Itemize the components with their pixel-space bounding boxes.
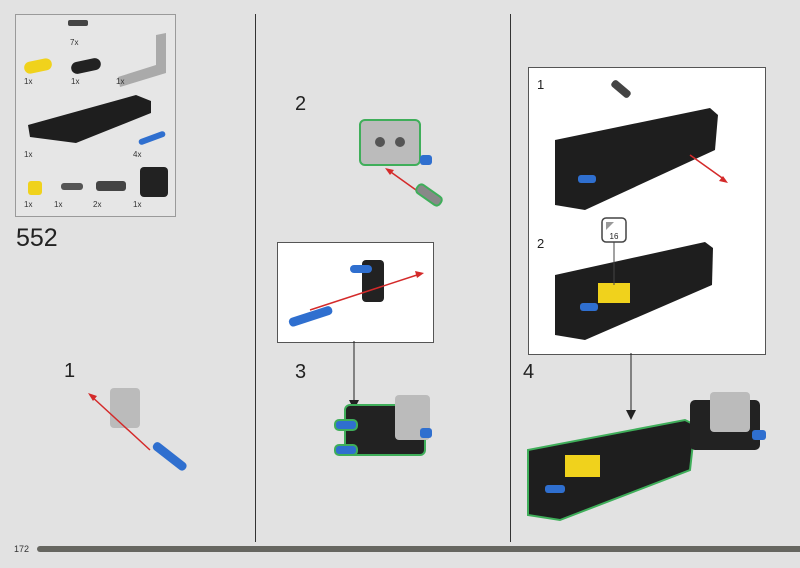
progress-bar <box>37 546 800 552</box>
part-qty: 4x <box>133 150 142 159</box>
panel-part <box>28 95 151 143</box>
double-pin-part <box>96 181 126 191</box>
parts-illustrations <box>24 20 168 197</box>
substep-number: 2 <box>537 236 545 251</box>
parts-list: 7x 1x 1x 1x 1x 4x 1x 1x 2x 1x <box>15 14 176 217</box>
step-number: 2 <box>295 93 307 115</box>
step-number: 4 <box>523 361 535 383</box>
part-qty: 1x <box>24 150 33 159</box>
step-2-assembly <box>359 119 443 207</box>
block-part <box>140 167 168 197</box>
yellow-beam-part <box>24 58 52 74</box>
part-qty: 1x <box>24 77 33 86</box>
step-number: 1 <box>64 360 76 382</box>
set-step-number: 552 <box>16 224 58 252</box>
step-4-callout-art <box>555 80 728 420</box>
part-qty: 7x <box>70 38 79 47</box>
step-4-assembly <box>527 392 766 522</box>
step-number: 3 <box>295 361 307 383</box>
part-qty: 1x <box>116 77 125 86</box>
step-3-subassembly-callout <box>277 242 434 343</box>
part-qty: 1x <box>133 200 142 209</box>
part-qty: 2x <box>93 200 102 209</box>
part-qty: 1x <box>24 200 33 209</box>
rotate-callout-count: 16 <box>610 232 619 241</box>
blue-pin-part <box>138 131 166 145</box>
connector-part <box>61 183 83 190</box>
part-qty: 1x <box>54 200 63 209</box>
step-1-assembly <box>88 388 187 471</box>
rotate-callout-icon <box>601 217 627 285</box>
friction-pin-part <box>68 20 88 26</box>
part-qty: 1x <box>71 77 80 86</box>
page-number: 172 <box>14 544 30 554</box>
step-3-assembly <box>334 395 432 456</box>
column-divider <box>510 14 511 542</box>
l-beam-part <box>118 33 166 87</box>
cross-block-part <box>28 181 42 195</box>
substep-number: 1 <box>537 77 545 92</box>
step-3-callout-art <box>288 260 424 410</box>
black-beam-part <box>71 58 101 74</box>
column-divider <box>255 14 256 542</box>
